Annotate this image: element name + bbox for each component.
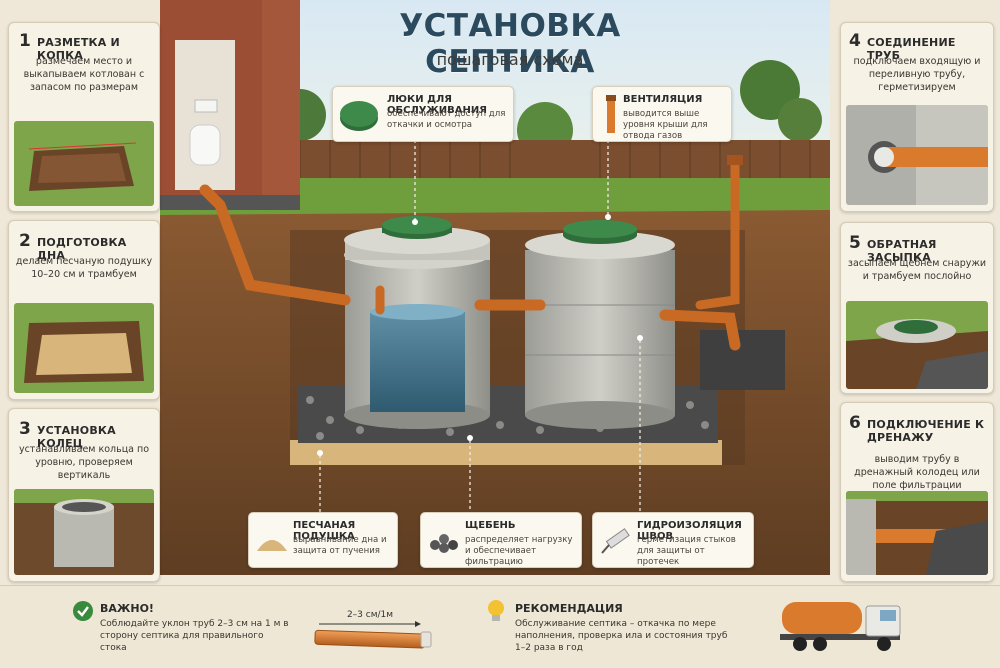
slope-label: 2–3 см/1м bbox=[346, 610, 394, 620]
step-title-2: ПОДГОТОВКА ДНА bbox=[37, 236, 127, 262]
callout-gravel-desc: распределяет нагрузку и обеспечивает фил… bbox=[465, 535, 573, 567]
step-panel-2: 2 ПОДГОТОВКА ДНА делаем песчаную подушку… bbox=[8, 220, 160, 400]
callout-hatches: ЛЮКИ ДЛЯ ОБСЛУЖИВАНИЯ обеспечивают досту… bbox=[332, 86, 514, 142]
house bbox=[160, 0, 300, 210]
step-desc-5: засыпаем щебнем снаружи и трамбуем посло… bbox=[847, 258, 987, 282]
sealant-gun-icon bbox=[601, 528, 630, 554]
step-desc-6: выводим трубу в дренажный колодец или по… bbox=[854, 454, 980, 491]
recommend-title: РЕКОМЕНДАЦИЯ bbox=[515, 602, 623, 615]
step-number-2: 2 bbox=[19, 231, 31, 251]
callout-gravel: ЩЕБЕНЬ распределяет нагрузку и обеспечив… bbox=[420, 512, 582, 568]
leaders bbox=[319, 140, 641, 512]
step-number-5: 5 bbox=[849, 233, 861, 253]
vent-pipe bbox=[695, 160, 740, 310]
septic-ring-2 bbox=[525, 220, 675, 429]
step-panel-5: 5 ОБРАТНАЯ ЗАСЫПКА засыпаем щебнем снару… bbox=[840, 222, 994, 394]
recommend-desc: Обслуживание септика – откачка по мере н… bbox=[515, 619, 728, 653]
step-panel-3: 3 УСТАНОВКА КОЛЕЦ устанавливаем кольца п… bbox=[8, 408, 160, 582]
step-number-3: 3 bbox=[19, 419, 31, 439]
callout-sand-desc: выравнивание дна и защита от пучения bbox=[293, 535, 387, 556]
step-title-5: ОБРАТНАЯ ЗАСЫПКА bbox=[867, 238, 937, 264]
step-image-excavation bbox=[14, 121, 154, 206]
step-desc-3: устанавливаем кольца по уровню, проверяе… bbox=[18, 444, 150, 481]
leader-dots bbox=[317, 214, 643, 456]
fence bbox=[280, 140, 830, 178]
sand-layer bbox=[290, 440, 722, 465]
check-icon bbox=[73, 601, 93, 621]
pipes bbox=[199, 160, 741, 351]
callout-seal-desc: герметизация стыков для защиты от протеч… bbox=[637, 535, 736, 567]
slope-pipe-diagram bbox=[314, 621, 432, 649]
step-panel-4: 4 СОЕДИНЕНИЕ ТРУБ подключаем входящую и … bbox=[840, 22, 994, 212]
gravel-icon bbox=[430, 534, 458, 553]
callout-gravel-title: ЩЕБЕНЬ bbox=[465, 520, 516, 531]
vent-cap bbox=[727, 155, 743, 165]
important-title: ВАЖНО! bbox=[100, 602, 154, 615]
septic-truck-icon bbox=[780, 602, 901, 651]
inlet-pipe bbox=[199, 184, 351, 306]
callout-sand: ПЕСЧАНАЯ ПОДУШКА выравнивание дна и защи… bbox=[248, 512, 398, 568]
step-image-sand-base bbox=[14, 303, 154, 393]
page-title: УСТАНОВКА СЕПТИКА bbox=[399, 8, 621, 80]
lightbulb-icon bbox=[488, 600, 504, 621]
sand-pile-icon bbox=[257, 540, 287, 551]
callout-sand-title: ПЕСЧАНАЯ ПОДУШКА bbox=[293, 520, 356, 542]
step-desc-1: размечаем место и выкапываем котлован с … bbox=[23, 56, 145, 93]
step-desc-2: делаем песчаную подушку 10–20 см и трамб… bbox=[15, 256, 153, 280]
step-image-drainage bbox=[846, 491, 988, 575]
callout-ventilation-desc: выводится выше уровня крыши для отвода г… bbox=[623, 109, 708, 141]
outlet-pipe bbox=[659, 309, 741, 351]
callout-hatches-desc: обеспечивают доступ для откачки и осмотр… bbox=[387, 109, 506, 130]
callout-seal: ГИДРОИЗОЛЯЦИЯ ШВОВ герметизация стыков д… bbox=[592, 512, 754, 568]
septic-ring-1 bbox=[344, 216, 490, 429]
step-desc-4: подключаем входящую и переливную трубу, … bbox=[853, 56, 981, 93]
step-panel-1: 1 РАЗМЕТКА И КОПКА размечаем место и вык… bbox=[8, 22, 160, 212]
step-image-rings bbox=[14, 489, 154, 575]
callout-ventilation: ВЕНТИЛЯЦИЯ выводится выше уровня крыши д… bbox=[592, 86, 732, 142]
step-image-backfill bbox=[846, 301, 988, 389]
vent-pipe-icon bbox=[606, 95, 616, 133]
hatch-icon bbox=[340, 101, 378, 131]
step-number-1: 1 bbox=[19, 31, 31, 51]
step-panel-6: 6 ПОДКЛЮЧЕНИЕ К ДРЕНАЖУ выводим трубу в … bbox=[840, 402, 994, 582]
step-title-1: РАЗМЕТКА И КОПКА bbox=[37, 36, 120, 62]
important-desc: Соблюдайте уклон труб 2–3 см на 1 м в ст… bbox=[100, 619, 289, 653]
step-image-pipe-joint bbox=[846, 105, 988, 205]
step-title-3: УСТАНОВКА КОЛЕЦ bbox=[37, 424, 116, 450]
callout-hatches-title: ЛЮКИ ДЛЯ ОБСЛУЖИВАНИЯ bbox=[387, 94, 487, 116]
step-title-4: СОЕДИНЕНИЕ ТРУБ bbox=[867, 36, 956, 62]
step-number-4: 4 bbox=[849, 31, 861, 51]
step-number-6: 6 bbox=[849, 413, 861, 433]
callout-ventilation-title: ВЕНТИЛЯЦИЯ bbox=[623, 94, 703, 105]
callout-seal-title: ГИДРОИЗОЛЯЦИЯ ШВОВ bbox=[637, 520, 742, 542]
page-subtitle: пошаговая схема bbox=[436, 50, 584, 69]
step-title-6: ПОДКЛЮЧЕНИЕ К ДРЕНАЖУ bbox=[867, 418, 985, 444]
